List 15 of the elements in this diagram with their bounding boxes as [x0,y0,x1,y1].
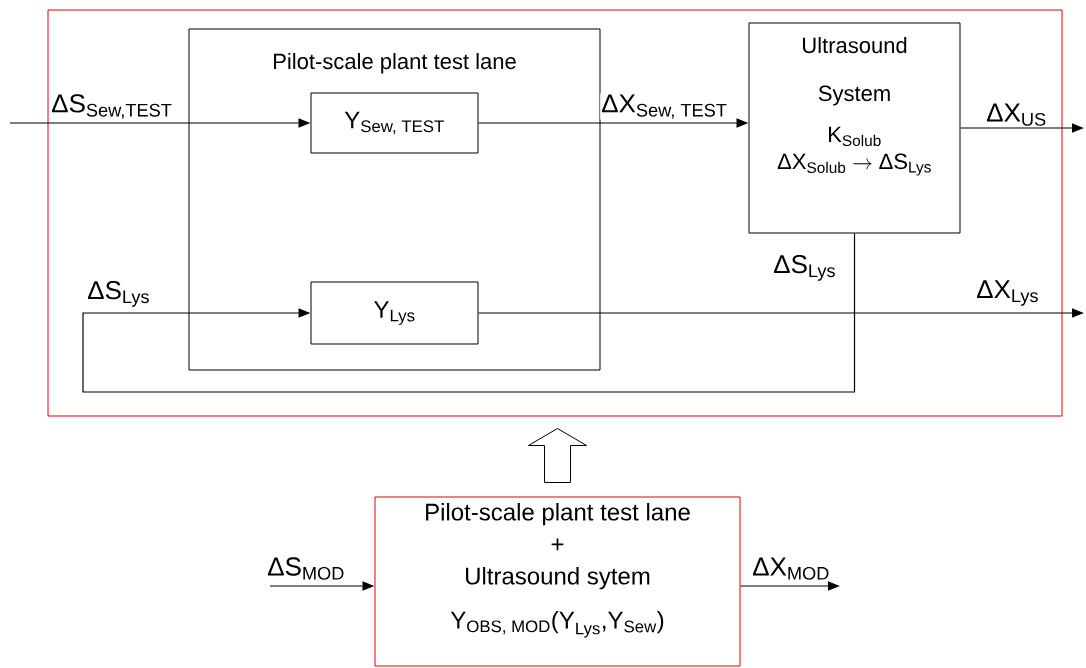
signal-label: $\text{ΔS}_{\text{Lys}}$ [774,254,835,281]
block-arrow [528,428,587,483]
edge-label: $\text{ΔX}_{\text{MOD}}$ [751,556,831,581]
frame-box [47,9,1063,417]
edge-label: $\text{ΔS}_{\text{Lys}}$ [86,279,152,308]
process-box: Pilot-scale plant test lane + Ultrasound sytem $\text{Y}_{\text{OBS, MOD}}\text{(Y}_{\text{Lys}}\text{,Y}_{\text{Sew}}\text{)}$ [374,496,741,667]
process-box: $\text{Y}_{\text{Sew, TEST}}$ [310,92,479,154]
process-box: Ultrasound System $\text{K}_{\text{Solub}}$ $\text{ΔX}_{\text{Solub}} \rightarrow \text{ΔS}_{\text{Lys}}$ [748,22,961,234]
process-box: $\text{Y}_{\text{Lys}}$ [310,281,479,345]
edge-label: $\text{ΔX}_{\text{Sew, TEST}}$ [600,93,729,120]
edge-label: $\text{ΔS}_{\text{MOD}}$ [266,556,346,581]
edge-label: $\text{ΔX}_{\text{US}}$ [985,102,1048,127]
arrow [82,232,856,393]
edge-label: $\text{ΔX}_{\text{Lys}}$ [975,279,1041,307]
edge-label: $\text{ΔS}_{\text{Sew,TEST}}$ [50,93,174,120]
